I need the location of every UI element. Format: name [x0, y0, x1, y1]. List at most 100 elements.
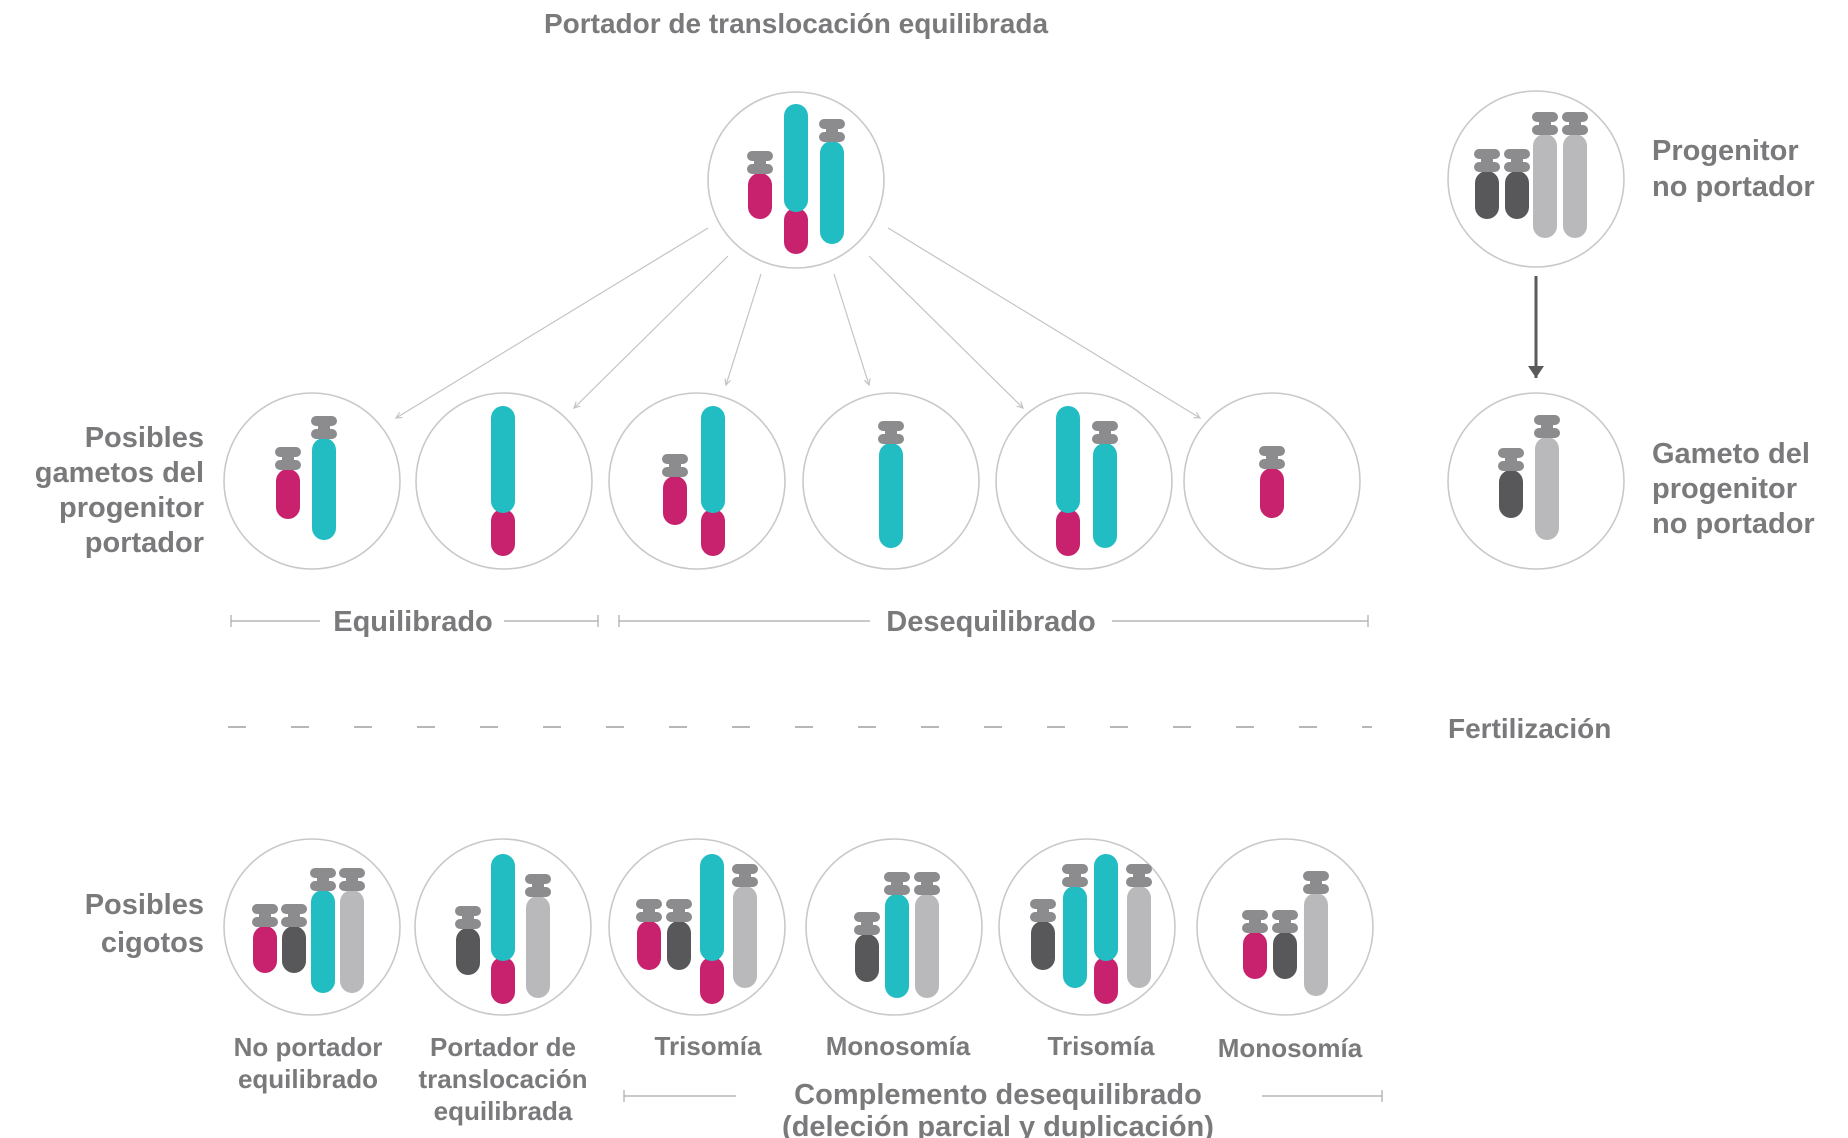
chromosome-arm [663, 476, 687, 525]
centromere-icon [1562, 112, 1588, 135]
chromosome [311, 416, 337, 540]
zygotes-label-line-2: cigotos [101, 927, 204, 959]
chromosome [1562, 112, 1588, 238]
centromere-icon [732, 864, 758, 887]
chromosome-group [275, 416, 337, 540]
centromere-icon [525, 874, 551, 897]
connector-line [887, 227, 1200, 418]
centromere-icon [252, 904, 278, 927]
noncarrier-gamete-line-3: no portador [1652, 508, 1815, 540]
chromosome-arm [1563, 134, 1587, 238]
chromosome-group [636, 854, 758, 1004]
chromosome-arm [456, 928, 480, 975]
centromere-icon [455, 906, 481, 929]
chromosome-arm [879, 443, 903, 548]
chromosome [1126, 864, 1152, 988]
zygote-cell-5 [998, 838, 1176, 1016]
zygote-caption-line: translocación [418, 1064, 587, 1094]
chromosome-group [747, 104, 845, 254]
centromere-icon [878, 421, 904, 444]
chromosome [1242, 910, 1268, 979]
chromosome-arm [1093, 443, 1117, 548]
bracket-balanced [230, 615, 599, 627]
zygote-caption-3: Trisomía [655, 1031, 762, 1061]
chromosome-arm [1031, 921, 1055, 970]
centromere-icon [1532, 112, 1558, 135]
chromosome-arm [1056, 509, 1080, 556]
zygote-cell-6 [1196, 838, 1374, 1016]
chromosome [252, 904, 278, 973]
chromosome [1504, 149, 1530, 219]
chromosome [310, 868, 336, 993]
chromosome-group [1242, 871, 1329, 996]
chromosome-arm [748, 173, 772, 219]
zygote-caption-2: Portador de translocación equilibrada [418, 1032, 587, 1126]
chromosome-arm [637, 921, 661, 970]
centromere-icon [1474, 149, 1500, 172]
chromosome-arm [733, 886, 757, 988]
derivative-chromosome [701, 406, 725, 556]
chromosome-arm [885, 894, 909, 998]
diagram-title: Portador de translocación equilibrada [544, 8, 1049, 39]
centromere-icon [747, 151, 773, 174]
chromosome-arm [1273, 932, 1297, 979]
gamete-cell-5 [995, 392, 1173, 570]
gamete-cell-4 [802, 392, 980, 570]
zygote-cell-4 [805, 838, 983, 1016]
chromosome-arm [1243, 932, 1267, 979]
chromosome [525, 874, 551, 998]
chromosome [1092, 421, 1118, 548]
chromosome-arm [855, 934, 879, 982]
noncarrier-label: Progenitor no portador [1652, 135, 1815, 203]
chromosome-arm [667, 921, 691, 970]
centromere-icon [914, 872, 940, 895]
chromosome [662, 454, 688, 525]
complement-label-line-2: (deleción parcial y duplicación) [782, 1111, 1214, 1138]
gametes-label-line-1: Posibles [85, 422, 204, 454]
chromosome [281, 904, 307, 973]
centromere-icon [1259, 446, 1285, 469]
chromosome-arm [1056, 406, 1080, 513]
centromere-icon [1534, 415, 1560, 438]
centromere-icon [1303, 871, 1329, 894]
centromere-icon [311, 416, 337, 439]
chromosome-group [1056, 406, 1118, 556]
zygote-cell-1 [223, 838, 401, 1016]
chromosome [884, 872, 910, 998]
centromere-icon [1062, 864, 1088, 887]
centromere-icon [1272, 910, 1298, 933]
centromere-icon [310, 868, 336, 891]
chromosome-group [252, 868, 365, 993]
zygote-caption-6: Monosomía [1218, 1033, 1363, 1063]
chromosome-arm [1533, 134, 1557, 238]
chromosome-arm [491, 854, 515, 961]
centromere-icon [884, 872, 910, 895]
centromere-icon [636, 899, 662, 922]
chromosome-arm [1304, 893, 1328, 996]
chromosome [819, 119, 845, 244]
zygote-caption-5: Trisomía [1048, 1031, 1155, 1061]
chromosome-arm [1063, 886, 1087, 988]
noncarrier-label-line-1: Progenitor [1652, 135, 1799, 167]
chromosome [455, 906, 481, 975]
cell-outline [608, 838, 786, 1016]
chromosome [275, 447, 301, 519]
centromere-icon [1242, 910, 1268, 933]
gamete-cell-6 [1183, 392, 1361, 570]
noncarrier-gamete-label: Gameto del progenitor no portador [1652, 438, 1815, 540]
chromosome [732, 864, 758, 988]
chromosome-arm [1094, 957, 1118, 1004]
chromosome [878, 421, 904, 548]
chromosome-group [491, 406, 515, 556]
chromosome-arm [1127, 886, 1151, 988]
zygote-caption-line: equilibrado [238, 1064, 378, 1094]
noncarrier-gamete-cell [1447, 392, 1625, 570]
chromosome-arm [700, 854, 724, 961]
chromosome [1030, 899, 1056, 970]
fertilization-label: Fertilización [1448, 713, 1611, 744]
noncarrier-gamete-line-2: progenitor [1652, 473, 1797, 505]
chromosome [1534, 415, 1560, 540]
chromosome-arm [491, 509, 515, 556]
chromosome-arm [701, 406, 725, 513]
centromere-icon [666, 899, 692, 922]
